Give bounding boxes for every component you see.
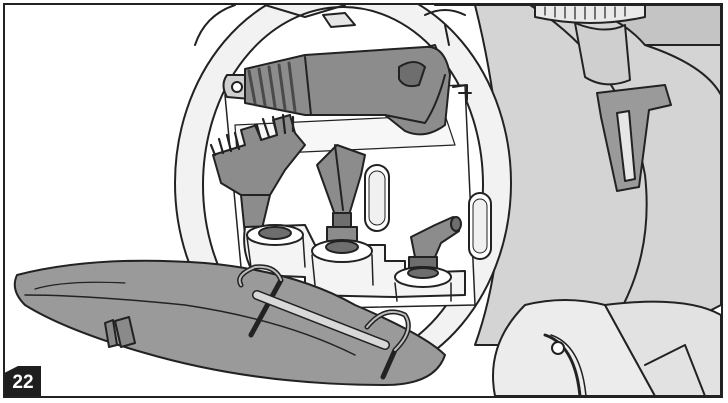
steam-nozzle-attachment — [222, 45, 451, 136]
steam-cleaner-illustration — [13, 5, 721, 396]
base-wheel — [492, 299, 721, 396]
open-lid — [13, 259, 446, 386]
flat-tool-attachment — [316, 144, 366, 242]
illustration-frame: 22 — [3, 3, 723, 398]
step-number-badge: 22 — [5, 366, 41, 396]
holder-sockets — [243, 224, 466, 302]
top-knob — [534, 5, 646, 86]
slot-recesses — [364, 164, 492, 260]
brush-attachment — [209, 113, 306, 238]
lid-handle — [237, 264, 411, 380]
cord-clip — [596, 84, 672, 192]
